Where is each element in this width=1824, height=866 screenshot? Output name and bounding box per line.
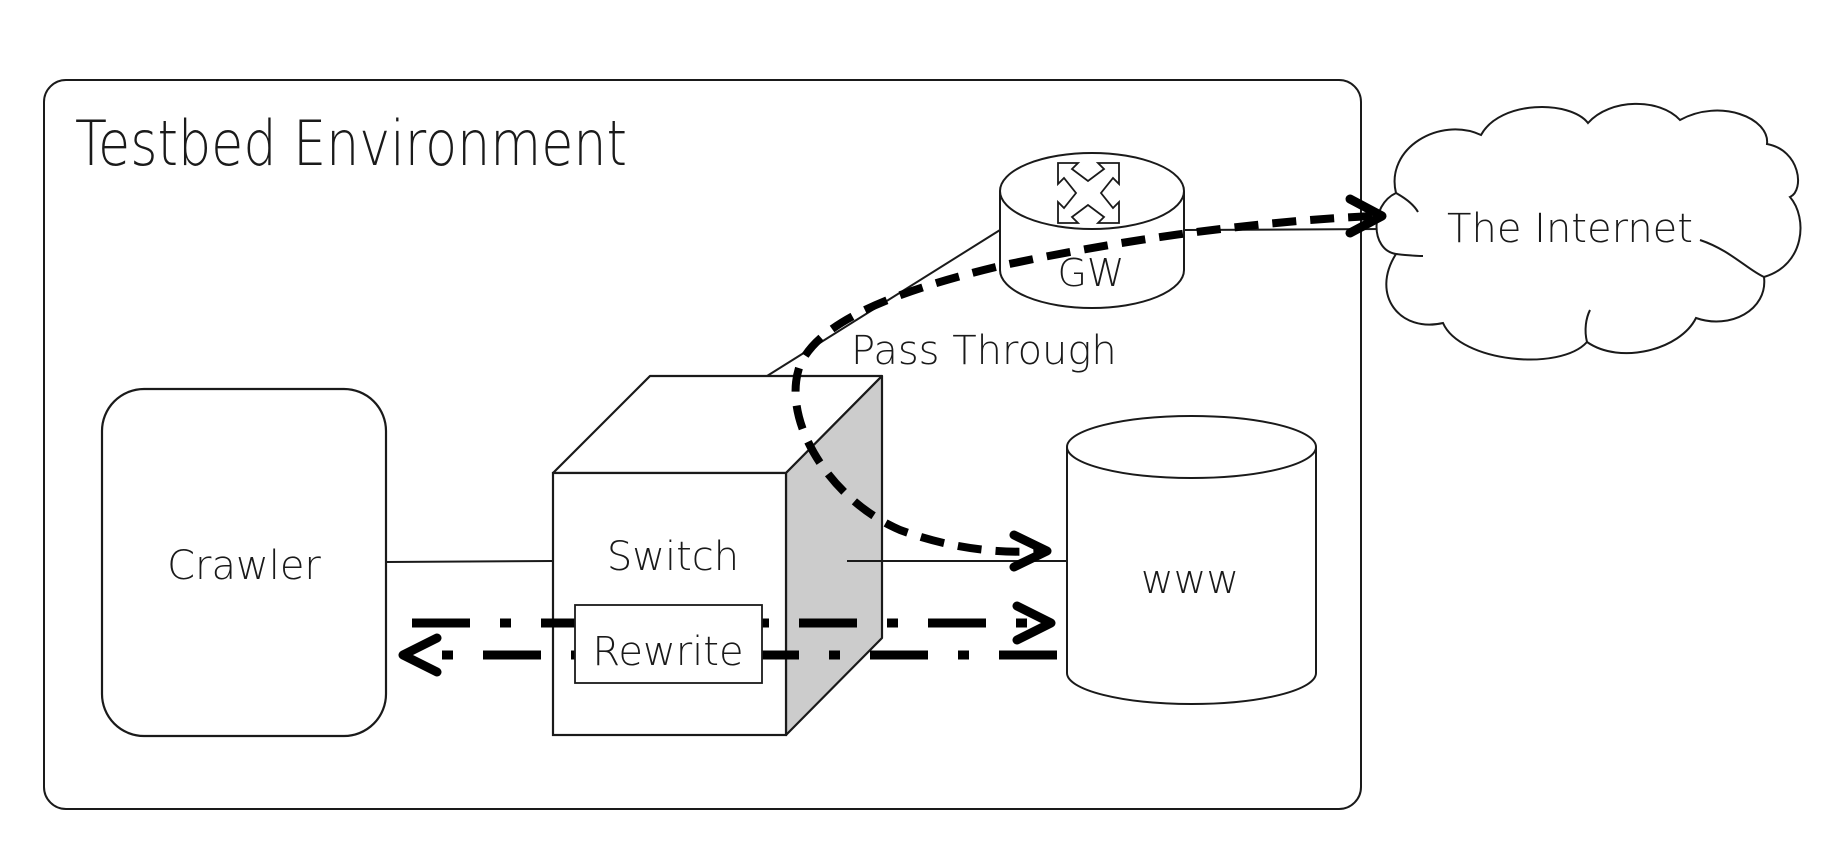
- pass-through-arrowhead-internet: [1345, 194, 1387, 238]
- switch-label: Switch: [607, 534, 739, 580]
- crawler-node[interactable]: Crawler: [100, 387, 388, 738]
- switch-front-face: [551, 471, 788, 737]
- testbed-environment-boundary: [43, 79, 1362, 810]
- pass-through-label: Pass Through: [851, 328, 1117, 374]
- crawler-box: [100, 387, 388, 738]
- crawler-label: Crawler: [167, 543, 321, 589]
- rewrite-request-arrowhead: [1012, 601, 1056, 645]
- rewrite-box: [574, 604, 763, 684]
- www-top: [1066, 415, 1317, 479]
- crawler-switch-link: [385, 560, 554, 563]
- pass-through-arrowhead-www: [1009, 530, 1052, 572]
- internet-cloud: [1375, 102, 1802, 361]
- switch-node[interactable]: Switch: [551, 374, 884, 737]
- cloud-inner-arc-left: [1395, 192, 1419, 213]
- gateway-node[interactable]: GW: [999, 152, 1185, 309]
- gateway-label: GW: [1057, 251, 1124, 295]
- pass-through-flow: [791, 212, 1373, 556]
- testbed-title: Testbed Environment: [75, 107, 627, 180]
- cloud-inner-arc-right: [1699, 239, 1765, 278]
- rewrite-response-arrowhead: [398, 633, 442, 677]
- internet-label: The Internet: [1447, 206, 1693, 252]
- www-body: [1066, 447, 1317, 705]
- cloud-inner-arc-lower-left: [1395, 253, 1424, 257]
- internet-node[interactable]: The Internet: [1375, 102, 1802, 361]
- rewrite-module[interactable]: Rewrite: [574, 604, 763, 684]
- router-arrows-icon: [1057, 162, 1120, 224]
- www-label: www: [1141, 557, 1239, 603]
- rewrite-label: Rewrite: [592, 629, 743, 675]
- www-node[interactable]: www: [1066, 415, 1317, 705]
- cloud-inner-arc-bottom: [1584, 309, 1591, 343]
